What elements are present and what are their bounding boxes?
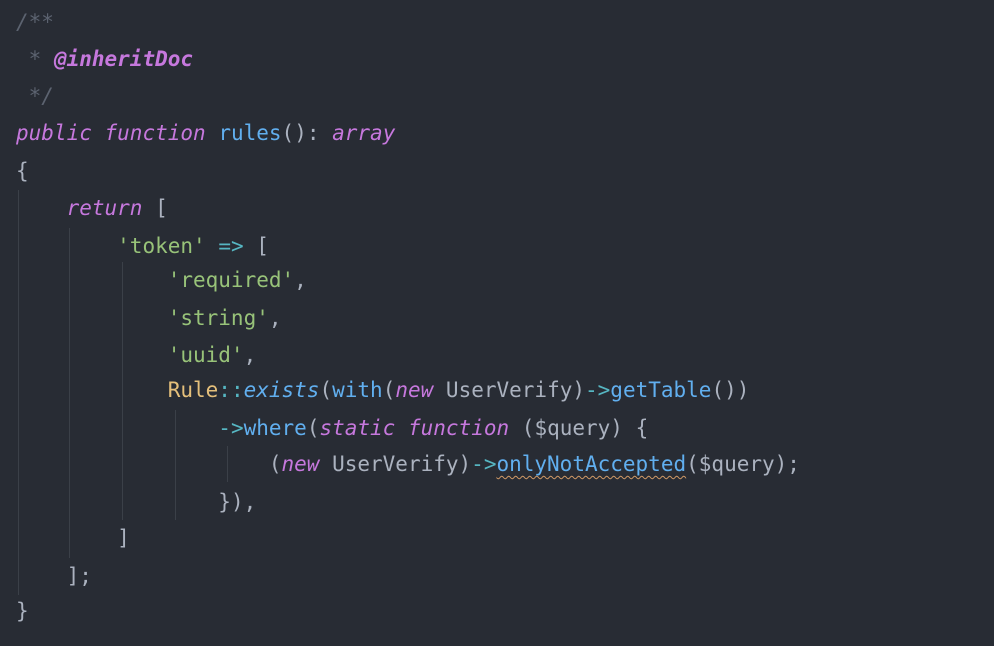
- code-token: with: [332, 378, 383, 402]
- code-token: [92, 121, 105, 145]
- code-token: static: [319, 416, 396, 440]
- code-token: ];: [66, 564, 92, 588]
- code-token: rules: [218, 121, 282, 145]
- code-line[interactable]: */: [16, 78, 54, 114]
- code-token: ->: [471, 452, 497, 476]
- code-token: [: [142, 196, 168, 220]
- code-line[interactable]: return [: [16, 190, 168, 226]
- code-token: );: [774, 452, 800, 476]
- code-token: }),: [218, 490, 257, 514]
- code-token: 'uuid': [167, 343, 244, 367]
- code-line[interactable]: ->where(static function ($query) {: [16, 410, 648, 446]
- indent-guide: [69, 228, 70, 558]
- code-token: ,: [294, 268, 307, 292]
- code-line[interactable]: /**: [16, 4, 54, 40]
- code-token: /**: [16, 10, 54, 34]
- code-token: 'required': [167, 268, 295, 292]
- code-line[interactable]: 'uuid',: [16, 337, 257, 373]
- code-token: function: [407, 416, 510, 440]
- indent-guide: [227, 446, 228, 482]
- code-token: function: [104, 121, 206, 145]
- code-token: @inheritDoc: [53, 47, 194, 71]
- code-token: new: [395, 378, 434, 402]
- code-token: ) {: [610, 416, 649, 440]
- code-token: [395, 416, 408, 440]
- code-line[interactable]: public function rules(): array: [16, 115, 395, 151]
- code-token: [16, 306, 168, 330]
- code-token: return: [66, 196, 143, 220]
- code-token: where: [243, 416, 307, 440]
- code-token: [16, 378, 168, 402]
- code-token: 'token': [117, 234, 206, 258]
- code-token: (: [686, 452, 699, 476]
- code-token: ,: [243, 343, 257, 367]
- code-token: ->: [218, 416, 244, 440]
- code-token: ,: [268, 306, 282, 330]
- code-token: (: [16, 452, 282, 476]
- code-token: public: [16, 121, 92, 145]
- code-token: ::: [218, 378, 244, 402]
- code-token: ]: [117, 526, 130, 550]
- indent-guide: [18, 190, 19, 595]
- code-token: [16, 416, 218, 440]
- code-token: $query: [534, 416, 611, 440]
- code-token: array: [332, 121, 396, 145]
- code-token: [: [243, 234, 269, 258]
- code-token: ()): [711, 378, 750, 402]
- code-token: [16, 490, 218, 514]
- code-token: ->: [585, 378, 611, 402]
- code-token: 'string': [167, 306, 269, 330]
- code-token: UserVerify): [433, 378, 585, 402]
- code-line[interactable]: {: [16, 153, 29, 189]
- code-line[interactable]: (new UserVerify)->onlyNotAccepted($query…: [16, 446, 800, 482]
- code-token: $query: [698, 452, 775, 476]
- code-token: (: [306, 416, 320, 440]
- code-token: [206, 121, 219, 145]
- code-token: exists: [243, 378, 320, 402]
- indent-guide: [175, 410, 176, 520]
- code-token: */: [16, 84, 54, 108]
- code-token: *: [16, 47, 54, 71]
- warning-token: onlyNotAccepted: [496, 452, 687, 476]
- code-line[interactable]: 'token' => [: [16, 228, 269, 264]
- code-line[interactable]: ]: [16, 520, 130, 556]
- code-token: [16, 526, 117, 550]
- code-token: Rule: [167, 378, 219, 402]
- code-token: }: [16, 599, 29, 623]
- code-token: [206, 234, 219, 258]
- code-token: ():: [281, 121, 333, 145]
- code-token: (: [509, 416, 535, 440]
- code-token: UserVerify): [319, 452, 472, 476]
- code-token: [16, 234, 117, 258]
- code-token: new: [281, 452, 320, 476]
- code-token: {: [16, 159, 29, 183]
- code-token: getTable: [610, 378, 712, 402]
- code-line[interactable]: ];: [16, 558, 92, 594]
- code-token: [16, 268, 168, 292]
- code-token: [16, 343, 168, 367]
- code-line[interactable]: }: [16, 593, 29, 629]
- code-token: [16, 564, 67, 588]
- indent-guide: [122, 262, 123, 520]
- code-token: (: [319, 378, 333, 402]
- code-line[interactable]: * @inheritDoc: [16, 41, 193, 77]
- code-token: (: [382, 378, 396, 402]
- code-line[interactable]: }),: [16, 484, 256, 520]
- code-token: [16, 196, 67, 220]
- code-line[interactable]: Rule::exists(with(new UserVerify)->getTa…: [16, 372, 750, 408]
- code-line[interactable]: 'required',: [16, 262, 307, 298]
- code-token: =>: [218, 234, 244, 258]
- code-line[interactable]: 'string',: [16, 300, 282, 336]
